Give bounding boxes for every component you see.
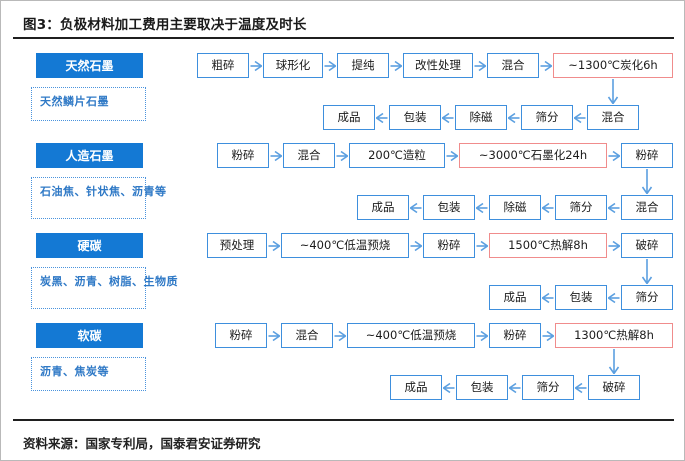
process-node: 筛分	[522, 375, 574, 400]
category-label-2: 人造石墨	[36, 143, 143, 168]
process-node: 包装	[555, 285, 607, 310]
arrow-right	[474, 60, 486, 72]
process-node: 1300℃热解8h	[555, 323, 673, 348]
arrow-down	[608, 349, 620, 374]
arrow-left	[410, 202, 422, 214]
process-node: ~400℃低温预烧	[347, 323, 475, 348]
arrow-right	[476, 330, 488, 342]
arrow-left	[442, 112, 454, 124]
arrow-left	[608, 202, 620, 214]
process-node: 混合	[621, 195, 673, 220]
arrow-left	[443, 382, 455, 394]
raw-materials-4: 沥青、焦炭等	[31, 357, 146, 391]
arrow-right	[608, 150, 620, 162]
title-divider	[13, 37, 674, 39]
arrow-right	[540, 60, 552, 72]
category-label-1: 天然石墨	[36, 53, 143, 78]
process-node: 包装	[456, 375, 508, 400]
process-node: 混合	[283, 143, 335, 168]
arrow-left	[542, 292, 554, 304]
arrow-right	[390, 60, 402, 72]
process-node: 球形化	[263, 53, 323, 78]
arrow-right	[324, 60, 336, 72]
process-node: 粗碎	[197, 53, 249, 78]
process-node: 包装	[423, 195, 475, 220]
process-node: 预处理	[207, 233, 267, 258]
process-node: 200℃造粒	[349, 143, 445, 168]
process-node: 粉碎	[621, 143, 673, 168]
figure-title: 图3：负极材料加工费用主要取决于温度及时长	[23, 17, 307, 33]
process-node: 粉碎	[489, 323, 541, 348]
process-node: ~3000℃石墨化24h	[459, 143, 607, 168]
process-node: 混合	[281, 323, 333, 348]
arrow-left	[508, 112, 520, 124]
process-node: 成品	[390, 375, 442, 400]
process-node: 成品	[357, 195, 409, 220]
process-node: 成品	[489, 285, 541, 310]
process-node: 粉碎	[217, 143, 269, 168]
arrow-left	[476, 202, 488, 214]
arrow-down	[607, 79, 619, 104]
source-note: 资料来源：国家专利局，国泰君安证券研究	[23, 436, 261, 451]
process-node: 混合	[487, 53, 539, 78]
process-node: ~400℃低温预烧	[281, 233, 409, 258]
arrow-left	[376, 112, 388, 124]
process-node: 1500℃热解8h	[489, 233, 607, 258]
process-node: 破碎	[588, 375, 640, 400]
process-node: 除磁	[489, 195, 541, 220]
arrow-right	[270, 150, 282, 162]
arrow-right	[250, 60, 262, 72]
process-node: 筛分	[555, 195, 607, 220]
arrow-right	[268, 240, 280, 252]
arrow-left	[608, 292, 620, 304]
arrow-right	[336, 150, 348, 162]
arrow-left	[542, 202, 554, 214]
category-label-4: 软碳	[36, 323, 143, 348]
process-node: 筛分	[621, 285, 673, 310]
process-node: 除磁	[455, 105, 507, 130]
arrow-left	[509, 382, 521, 394]
source-divider	[13, 419, 674, 421]
raw-materials-1: 天然鳞片石墨	[31, 87, 146, 121]
process-node: ~1300℃炭化6h	[553, 53, 673, 78]
process-node: 混合	[587, 105, 639, 130]
process-node: 粉碎	[423, 233, 475, 258]
process-node: 提纯	[337, 53, 389, 78]
arrow-right	[268, 330, 280, 342]
arrow-right	[608, 240, 620, 252]
arrow-down	[641, 169, 653, 194]
process-node: 成品	[323, 105, 375, 130]
arrow-down	[641, 259, 653, 284]
process-node: 改性处理	[403, 53, 473, 78]
raw-materials-3: 炭黑、沥青、树脂、生物质	[31, 267, 178, 309]
process-node: 包装	[389, 105, 441, 130]
process-node: 筛分	[521, 105, 573, 130]
arrow-right	[334, 330, 346, 342]
arrow-right	[446, 150, 458, 162]
raw-materials-2: 石油焦、针状焦、沥青等	[31, 177, 166, 219]
arrow-right	[410, 240, 422, 252]
arrow-right	[542, 330, 554, 342]
process-node: 破碎	[621, 233, 673, 258]
arrow-left	[574, 112, 586, 124]
arrow-left	[575, 382, 587, 394]
category-label-3: 硬碳	[36, 233, 143, 258]
process-node: 粉碎	[215, 323, 267, 348]
arrow-right	[476, 240, 488, 252]
